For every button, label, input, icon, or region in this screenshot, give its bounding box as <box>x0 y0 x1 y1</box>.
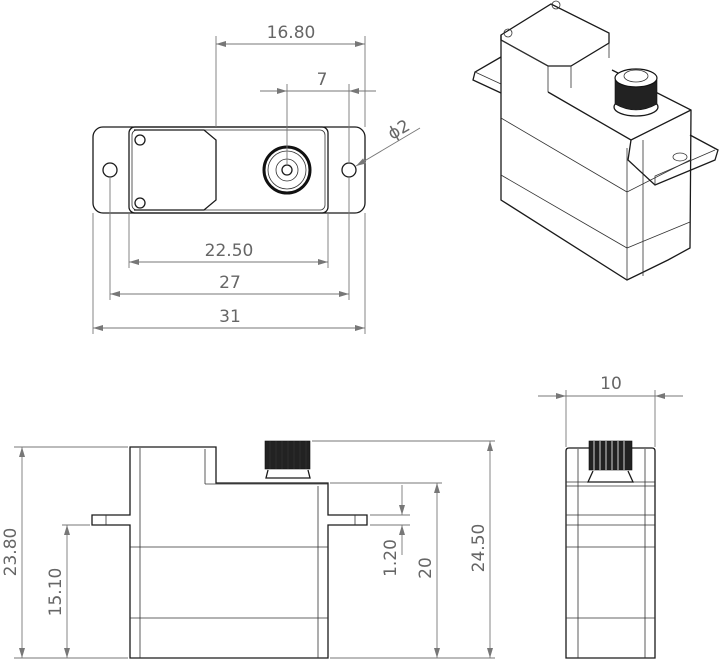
mount-hole-right <box>341 162 357 178</box>
screw-hole <box>134 197 146 209</box>
mounting-plate <box>92 126 366 214</box>
dim-24-50: 24.50 <box>469 524 489 573</box>
raised-cover <box>134 129 217 211</box>
top-view: 16.80 7 ϕ2 22.50 27 31 <box>92 23 421 334</box>
body-outline <box>128 126 329 214</box>
side-body-outline <box>565 447 656 659</box>
dim-31: 31 <box>219 307 241 327</box>
output-spline-side <box>586 440 635 483</box>
dim-22-50: 22.50 <box>205 241 254 261</box>
dim-23-80: 23.80 <box>1 528 21 577</box>
side-view: 10 <box>538 374 683 659</box>
mount-hole-left <box>102 162 118 178</box>
dim-1-20: 1.20 <box>381 539 401 577</box>
dim-10: 10 <box>600 374 622 394</box>
output-spline-iso <box>613 68 659 117</box>
dim-20: 20 <box>416 557 436 579</box>
dim-27: 27 <box>219 273 241 293</box>
dim-16-80: 16.80 <box>267 23 316 43</box>
front-body-outline <box>91 446 368 659</box>
isometric-view <box>472 0 719 281</box>
front-view: 23.80 15.10 1.20 20 24.50 <box>1 440 495 659</box>
screw-hole <box>134 134 146 146</box>
dim-7: 7 <box>317 70 328 90</box>
dim-15-10: 15.10 <box>46 568 66 617</box>
dim-hole-diameter: ϕ2 <box>385 116 414 144</box>
output-spline-front <box>264 440 311 479</box>
